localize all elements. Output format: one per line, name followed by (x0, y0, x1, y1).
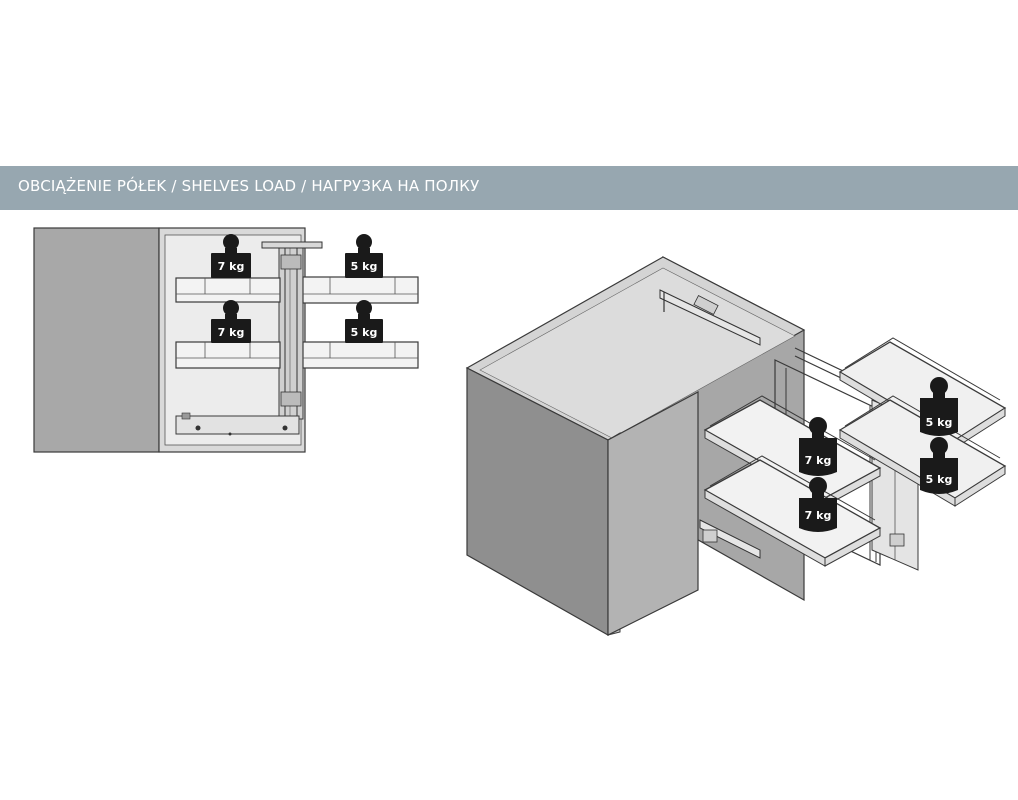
top-runner (659, 289, 761, 346)
weight-label: 7 kg (218, 326, 245, 339)
outer-shelf-bottom (302, 341, 419, 369)
inner-shelf-bottom (175, 341, 281, 369)
weight-label: 5 kg (926, 416, 953, 429)
cabinet-door (33, 227, 160, 453)
outer-shelf-top (302, 276, 419, 304)
weight-label: 5 kg (351, 260, 378, 273)
weight-front-left-top: 7 kg (211, 234, 251, 278)
weight-label: 7 kg (805, 509, 832, 522)
inner-shelf-top (175, 277, 281, 303)
weight-label: 5 kg (926, 473, 953, 486)
weight-persp-right-bottom: 5 kg (920, 437, 958, 494)
bottom-runner (699, 519, 761, 559)
weight-persp-right-top: 5 kg (920, 377, 958, 436)
cabinet-back-panel (479, 267, 796, 439)
weight-front-left-bottom: 7 kg (211, 300, 251, 343)
front-shelf-bottom (703, 455, 882, 567)
front-view-cabinet: 7 kg 5 kg 7 kg 5 kg (33, 227, 419, 453)
weight-front-right-top: 5 kg (345, 234, 383, 278)
header-banner: OBCIĄŻENIE PÓŁEK / SHELVES LOAD / НАГРУЗ… (0, 166, 1018, 210)
weight-front-right-bottom: 5 kg (345, 300, 383, 343)
bottom-rail (175, 412, 300, 436)
banner-title: OBCIĄŻENIE PÓŁEK / SHELVES LOAD / НАГРУЗ… (18, 177, 480, 195)
weight-label: 5 kg (351, 326, 378, 339)
weight-persp-front-bottom: 7 kg (799, 477, 837, 532)
weight-label: 7 kg (218, 260, 245, 273)
cabinet-front-panel (607, 391, 699, 636)
perspective-view-cabinet: 5 kg 7 kg 5 kg 7 kg (465, 256, 1007, 637)
weight-persp-front-top: 7 kg (799, 417, 837, 476)
weight-label: 7 kg (805, 454, 832, 467)
